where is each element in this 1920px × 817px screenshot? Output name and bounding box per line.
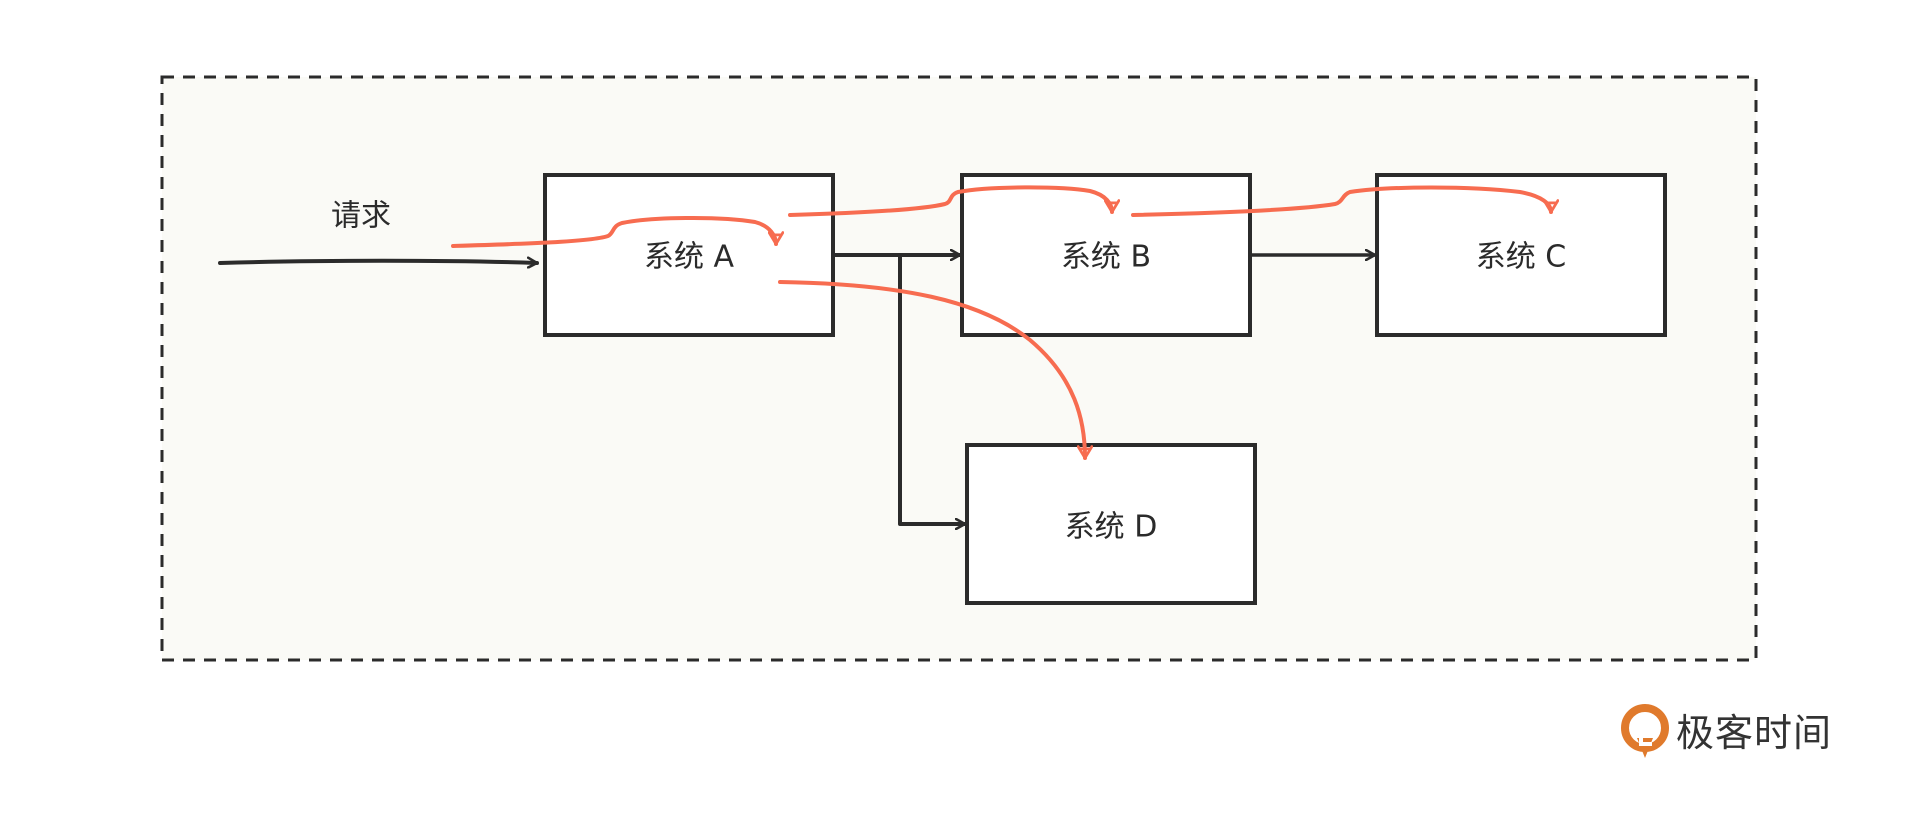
watermark-text: 极客时间 — [1676, 711, 1832, 755]
node-label: 系统 C — [1476, 240, 1566, 275]
watermark: 极客时间 — [1621, 704, 1832, 758]
flow-a-to-d — [778, 280, 1085, 460]
request-label: 请求 — [331, 199, 391, 234]
flow-request-to-a — [451, 216, 776, 248]
node-system-a: 系统 A — [543, 173, 835, 337]
node-label: 系统 D — [1065, 510, 1158, 545]
edge-a-to-d — [898, 253, 967, 524]
flow-a-to-b — [788, 185, 1112, 217]
node-label: 系统 B — [1061, 240, 1151, 275]
node-system-c: 系统 C — [1375, 173, 1667, 337]
system-boundary — [160, 75, 1758, 662]
flow-b-to-c — [1131, 185, 1551, 217]
edge-request-to-a — [218, 261, 539, 263]
node-system-d: 系统 D — [965, 443, 1257, 605]
geektime-logo-icon — [1621, 704, 1669, 758]
node-label: 系统 A — [644, 240, 735, 275]
